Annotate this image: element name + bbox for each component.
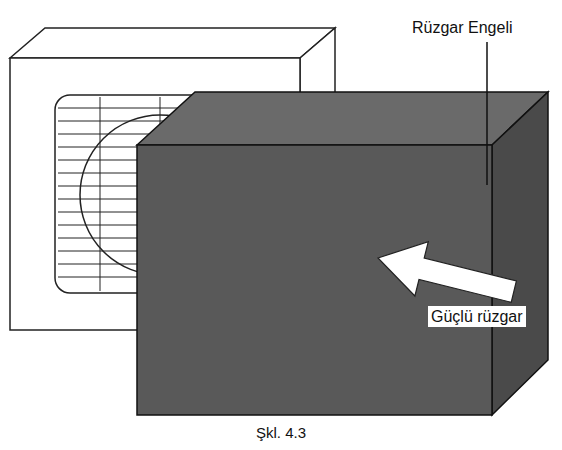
grille-bar bbox=[100, 97, 101, 291]
unit-top bbox=[10, 28, 335, 58]
barrier-side bbox=[492, 92, 548, 415]
arrow-label: Güçlü rüzgar bbox=[428, 306, 526, 327]
wind-arrow bbox=[378, 242, 516, 303]
part-label: Rüzgar Engeli bbox=[412, 18, 513, 37]
figure-caption: Şkl. 4.3 bbox=[256, 424, 306, 442]
leader-line bbox=[486, 42, 488, 185]
